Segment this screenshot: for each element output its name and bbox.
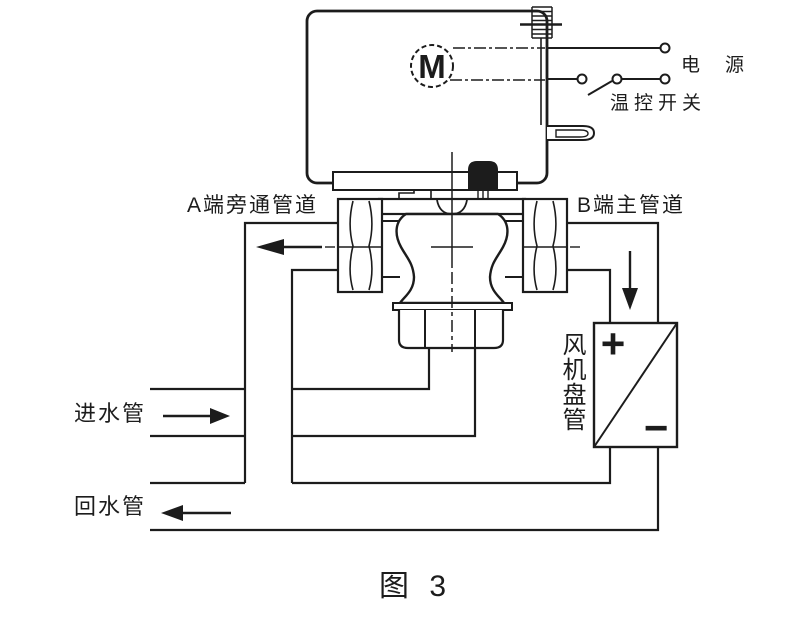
flow-arrows [161,239,638,521]
terminal-icon [659,42,671,54]
arrow-left-bypass-icon [256,239,322,255]
power-supply-label: 电 源 [681,55,748,76]
three-way-valve [325,152,580,352]
port-a-bypass-label: A端旁通管道 [187,194,319,217]
arrow-down-main-icon [622,251,638,310]
motor-symbol-label: M [418,48,446,85]
figure-caption: 图 3 [378,570,447,603]
valve-right-nut [521,197,569,294]
fan-coil-box [592,321,679,449]
inlet-pipe-label: 进水管 [74,401,147,426]
motor-circle-icon [410,44,454,88]
thermostat-switch-label: 温控开关 [610,93,707,114]
cable-gland-icon [520,6,562,39]
mounting-tab [547,125,596,141]
terminal-icon [659,73,671,85]
valve-left-nut [336,197,384,294]
switch-blade-icon [587,80,613,96]
arrow-left-return-icon [161,505,231,521]
power-circuit [547,42,671,96]
manual-lever [468,161,498,190]
port-b-main-label: B端主管道 [577,194,686,217]
terminal-icon [576,73,588,85]
return-pipe-label: 回水管 [74,494,147,519]
fan-coil-plus-sign: + [600,320,626,367]
fan-coil-minus-sign: − [643,404,669,451]
actuator-box [305,6,596,199]
arrow-right-inlet-icon [163,408,230,424]
terminal-icon [611,73,623,85]
piping [150,221,660,532]
fan-coil-label: 风机盘管 [562,332,587,434]
